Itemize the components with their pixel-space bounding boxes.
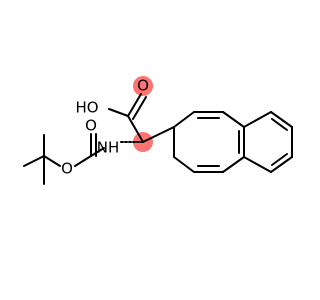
ring-bond-5 bbox=[222, 156, 245, 173]
carbamate-oxygen-label-top: O bbox=[85, 117, 97, 135]
bond-o-tert-carbon bbox=[43, 155, 61, 167]
ring-b-bond-2 bbox=[270, 111, 293, 128]
ring-bond-7 bbox=[173, 156, 195, 173]
ring-b-bond-4 bbox=[270, 156, 293, 173]
bond-n-carbonyl bbox=[90, 147, 105, 157]
bond-carbonyl-o-single bbox=[74, 155, 92, 167]
bond-c-o-double-1 bbox=[127, 93, 142, 117]
hydroxyl-label: HO bbox=[75, 99, 98, 117]
carbamate-oxygen-label-bottom: O bbox=[61, 160, 73, 178]
ring-b-double-2 bbox=[271, 153, 288, 166]
bond-tert-methyl-1 bbox=[23, 155, 45, 167]
ring-b-bond-5 bbox=[243, 156, 272, 173]
ring-b-double-1 bbox=[271, 118, 288, 131]
ring-bond-1 bbox=[173, 111, 195, 128]
ring-b-bond-1 bbox=[243, 111, 272, 128]
bond-c-alpha bbox=[127, 115, 144, 143]
amine-label: NH bbox=[97, 139, 120, 157]
bond-c-oh bbox=[108, 108, 129, 117]
carbonyl-oxygen-label-top: O bbox=[137, 77, 149, 95]
bond-c-o-double-2 bbox=[132, 96, 147, 120]
carbonyl-oxygen-highlight bbox=[133, 76, 153, 96]
ring-bond-3 bbox=[222, 111, 245, 128]
bond-alpha-ring bbox=[142, 126, 175, 143]
chemical-structure-diagram: HO O NH O O bbox=[23, 76, 293, 185]
